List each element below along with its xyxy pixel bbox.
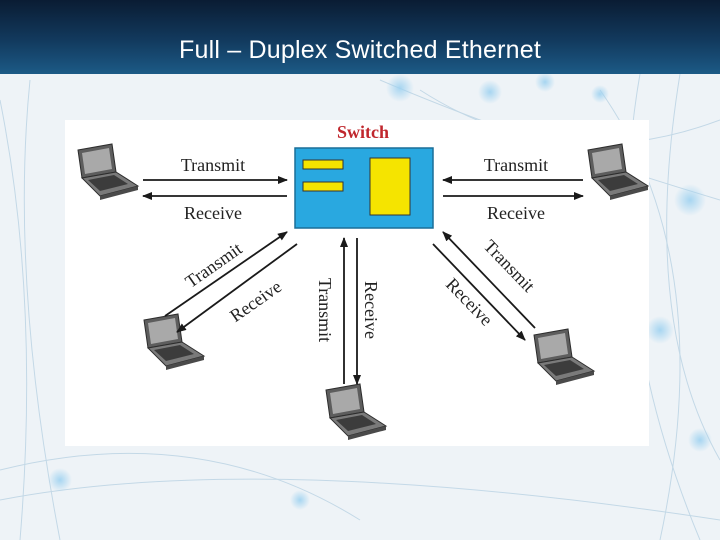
title-bar [0,0,720,74]
slide-title: Full – Duplex Switched Ethernet [179,36,541,64]
laptop-icon [587,143,649,201]
receive-arrow [432,243,526,341]
switch-box [294,147,434,229]
transmit-label: Transmit [484,155,548,175]
receive-label: Receive [184,203,242,223]
switch-label: Switch [337,122,389,142]
transmit-label: Transmit [480,236,539,296]
laptop-icon [143,313,205,371]
receive-label: Receive [361,281,381,339]
receive-arrow [176,243,298,333]
transmit-label: Transmit [181,155,245,175]
laptop-icon [325,383,387,441]
laptop-icon [533,328,595,386]
transmit-arrow [442,231,536,329]
full-duplex-switch-diagram: Switch Transmit Receive Transmit Receive… [77,122,649,441]
transmit-label: Transmit [315,278,335,342]
receive-label: Receive [226,276,285,326]
receive-label: Receive [487,203,545,223]
transmit-arrow [164,231,288,317]
transmit-label: Transmit [181,238,245,291]
laptop-icon [77,143,139,201]
